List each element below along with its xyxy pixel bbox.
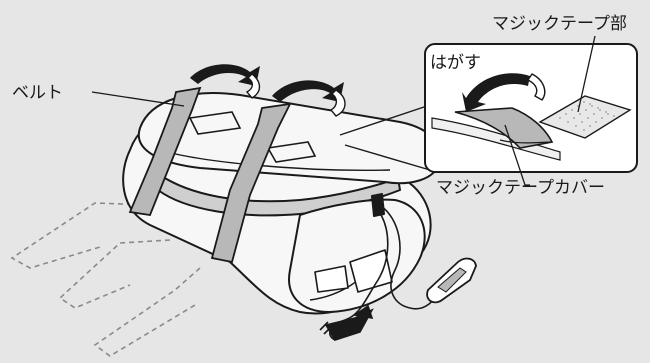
- remote-controller-icon: [427, 259, 476, 303]
- label-velcro-part: マジックテープ部: [492, 14, 627, 34]
- label-velcro-cover: マジックテープカバー: [436, 178, 605, 198]
- label-peel: はがす: [430, 53, 481, 73]
- label-belt: ベルト: [12, 83, 63, 103]
